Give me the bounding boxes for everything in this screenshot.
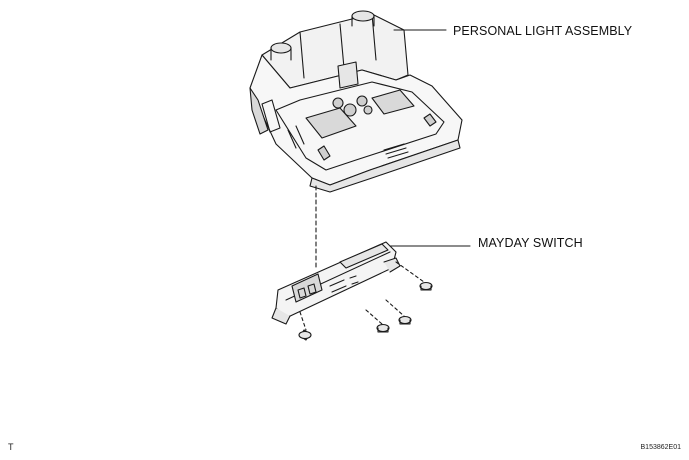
mayday-switch-drawing [271, 241, 401, 325]
personal-light-assembly-drawing [249, 10, 463, 193]
corner-mark: T [8, 442, 14, 452]
callout-personal-light-assembly: PERSONAL LIGHT ASSEMBLY [453, 24, 633, 38]
figure-code: B153862E01 [640, 444, 681, 451]
mounting-screws [298, 261, 433, 341]
callout-mayday-switch: MAYDAY SWITCH [478, 236, 583, 250]
